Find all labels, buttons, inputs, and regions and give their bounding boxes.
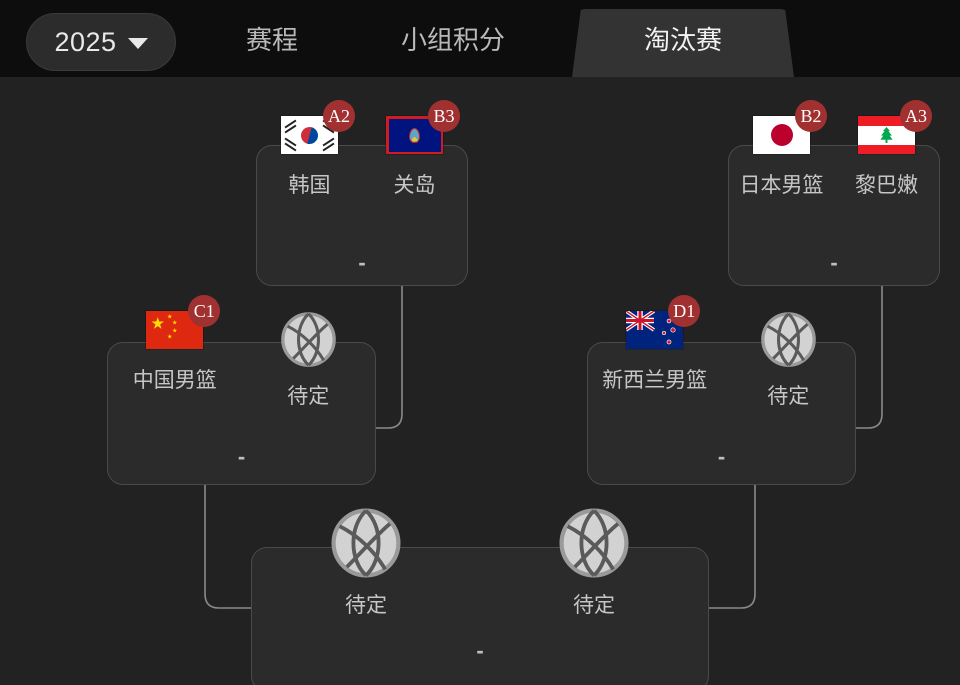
match-card-china-tbd[interactable]: C1 中国男篮 待定 — [107, 295, 376, 485]
team-name: 韩国 — [288, 174, 331, 197]
match-score: - — [358, 250, 366, 275]
basketball-icon — [559, 508, 629, 578]
seed-badge: B2 — [795, 100, 827, 132]
team-slot-guam[interactable]: B3 关岛 — [362, 100, 467, 199]
tab-knockout[interactable]: 淘汰赛 — [572, 0, 794, 77]
bracket-canvas: A2 韩国 B3 关岛 - — [0, 77, 960, 685]
tab-schedule[interactable]: 赛程 — [212, 0, 332, 77]
chevron-down-icon — [127, 38, 148, 49]
match-score: - — [717, 444, 726, 469]
match-score: - — [830, 250, 838, 275]
team-name: 中国男篮 — [132, 369, 217, 392]
seed-badge: A3 — [900, 100, 932, 132]
match-card-japan-lebanon[interactable]: B2 日本男篮 A3 黎巴嫩 - — [728, 100, 940, 286]
team-name: 日本男篮 — [739, 174, 824, 197]
team-slot-korea[interactable]: A2 韩国 — [257, 100, 362, 199]
team-slot-tbd[interactable]: 待定 — [252, 507, 480, 619]
top-navigation-bar: 2025 赛程 小组积分 淘汰赛 — [0, 0, 960, 77]
team-slot-japan[interactable]: B2 日本男篮 — [729, 100, 834, 199]
basketball-icon — [331, 508, 401, 578]
match-score: - — [476, 638, 484, 663]
match-card-newzealand-tbd[interactable]: D1 新西兰男篮 待定 — [587, 295, 856, 485]
tab-knockout-label: 淘汰赛 — [643, 25, 722, 55]
team-name: 新西兰男篮 — [602, 369, 708, 392]
year-selector[interactable]: 2025 — [26, 13, 176, 71]
connector-sf-right-to-final — [709, 485, 756, 609]
team-name: 待定 — [573, 594, 615, 617]
team-slot-tbd[interactable]: 待定 — [242, 311, 376, 410]
team-slot-lebanon[interactable]: A3 黎巴嫩 — [834, 100, 939, 199]
match-card-korea-guam[interactable]: A2 韩国 B3 关岛 - — [256, 100, 468, 286]
seed-badge: B3 — [428, 100, 460, 132]
team-name: 黎巴嫩 — [855, 174, 918, 197]
team-slot-tbd[interactable]: 待定 — [722, 311, 856, 410]
connector-qf-left-to-sf-left — [376, 285, 403, 429]
team-name: 待定 — [767, 385, 810, 408]
team-name: 待定 — [345, 594, 387, 617]
connector-sf-left-to-final — [204, 485, 251, 609]
seed-badge: A2 — [323, 100, 355, 132]
tab-group-standings[interactable]: 小组积分 — [368, 0, 538, 77]
tab-schedule-label: 赛程 — [245, 25, 298, 55]
match-score: - — [237, 444, 246, 469]
seed-badge: C1 — [188, 295, 221, 327]
basketball-icon — [280, 312, 336, 367]
team-slot-new-zealand[interactable]: D1 新西兰男篮 — [588, 295, 722, 394]
basketball-icon — [760, 312, 816, 367]
year-selector-label: 2025 — [54, 26, 117, 57]
seed-badge: D1 — [668, 295, 701, 327]
team-slot-china[interactable]: C1 中国男篮 — [108, 295, 242, 394]
team-name: 待定 — [287, 385, 330, 408]
connector-qf-right-to-sf-right — [856, 285, 883, 429]
tab-group-standings-label: 小组积分 — [400, 25, 505, 55]
team-name: 关岛 — [393, 174, 436, 197]
team-slot-tbd[interactable]: 待定 — [480, 507, 708, 619]
tab-knockout-background — [572, 9, 794, 77]
match-card-final[interactable]: 待定 待定 - — [251, 508, 709, 685]
flag-guam-icon — [386, 116, 443, 154]
